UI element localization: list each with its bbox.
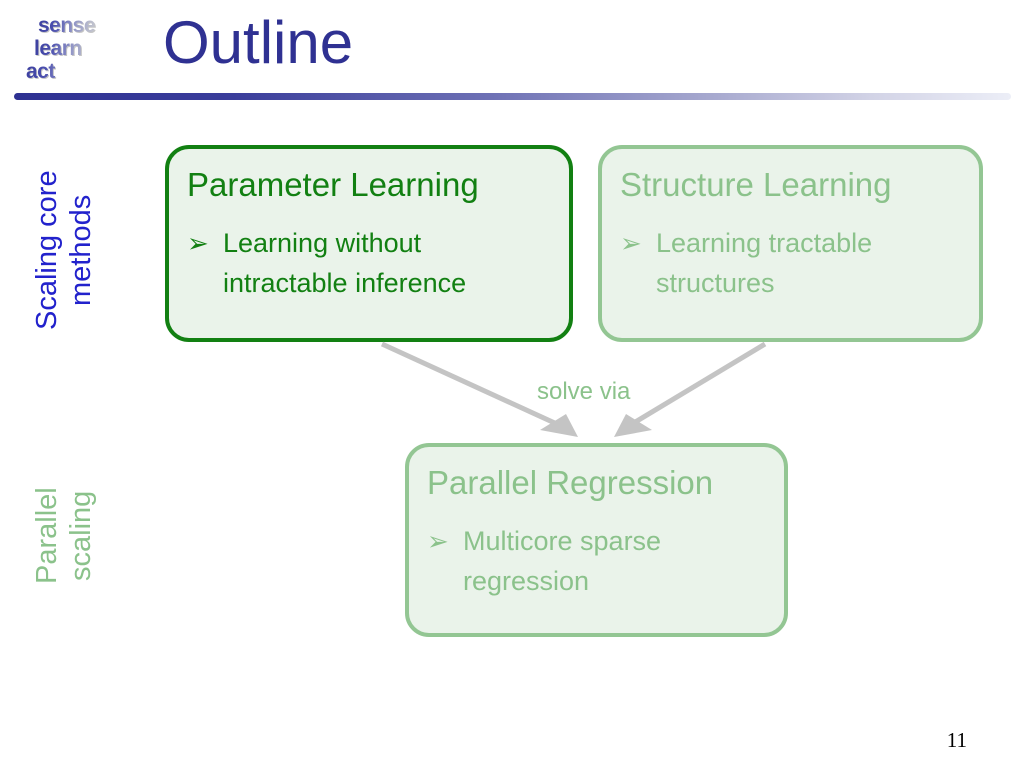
box-parameter-learning[interactable]: Parameter Learning ➢ Learning without in… (165, 145, 573, 342)
arrow-bullet-icon: ➢ (187, 228, 209, 258)
box-bullet-parallel-regression: ➢ Multicore sparse regression (427, 521, 766, 601)
box-bullet-text: Learning without intractable inference (223, 228, 467, 298)
side-label-scaling-core-methods: Scaling core methods (31, 170, 97, 330)
box-structure-learning[interactable]: Structure Learning ➢ Learning tractable … (598, 145, 983, 342)
sense-learn-act-logo: sense learn act (26, 14, 131, 86)
box-title-parameter-learning: Parameter Learning (187, 166, 479, 203)
box-parallel-regression[interactable]: Parallel Regression ➢ Multicore sparse r… (405, 443, 788, 637)
box-bullet-text: Multicore sparse regression (463, 526, 662, 596)
title-divider (14, 93, 1011, 100)
arrow-bullet-icon: ➢ (620, 228, 642, 258)
box-bullet-structure-learning: ➢ Learning tractable structures (620, 223, 961, 303)
solve-via-label: solve via (537, 378, 631, 405)
box-bullet-text: Learning tractable structures (656, 228, 873, 298)
box-bullet-parameter-learning: ➢ Learning without intractable inference (187, 223, 551, 303)
page-title: Outline (163, 9, 354, 76)
arrow-line-right (620, 341, 767, 433)
logo-line-sense: sense (38, 14, 131, 37)
logo-line-act: act (26, 60, 131, 83)
arrow-head-right (614, 414, 652, 437)
box-title-parallel-regression: Parallel Regression (427, 464, 714, 501)
logo-line-learn: learn (34, 37, 131, 60)
arrow-bullet-icon: ➢ (427, 526, 449, 556)
box-title-structure-learning: Structure Learning (620, 166, 892, 203)
slide-header: sense learn act Outline (0, 0, 1024, 105)
page-number: 11 (946, 728, 967, 752)
side-label-parallel-scaling: Parallel scaling (31, 487, 97, 584)
arrow-head-left (540, 414, 578, 437)
